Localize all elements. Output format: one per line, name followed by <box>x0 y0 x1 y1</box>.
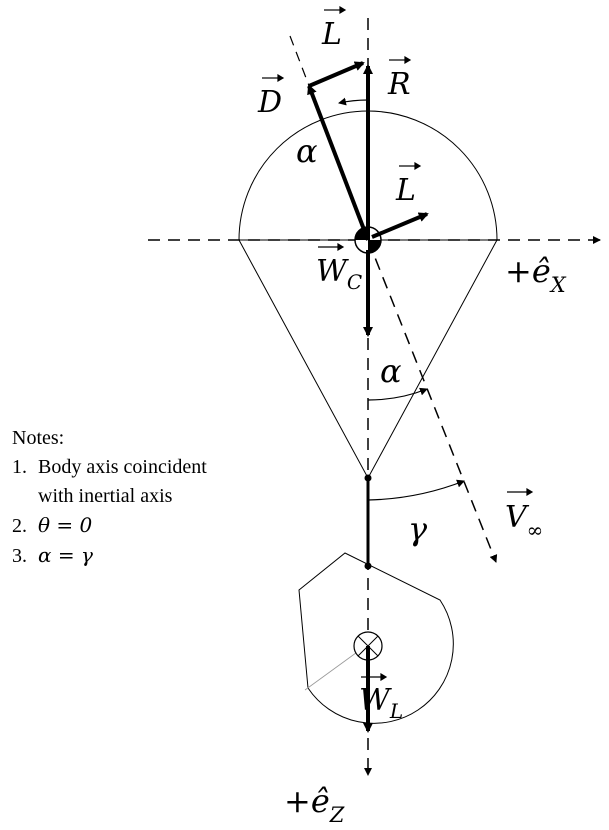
notes-block: Notes: 1. Body axis coincident with inert… <box>12 424 242 571</box>
canopy-weight-label: WC <box>316 254 362 294</box>
gamma-label: γ <box>408 510 428 548</box>
load-weight-label: WL <box>359 683 403 723</box>
lift-top-label: L <box>321 17 342 52</box>
alpha-top-arc <box>338 97 369 106</box>
payload-inner-line <box>304 649 361 691</box>
x-axis-label: +êX <box>505 252 567 297</box>
confluence-point <box>364 474 372 482</box>
canopy-dome <box>238 110 498 241</box>
note-item-2: 2. θ = 0 <box>12 511 242 541</box>
label-overarrows <box>262 5 534 682</box>
note-text: with inertial axis <box>38 485 173 507</box>
alpha-lower-arc <box>367 387 428 401</box>
z-axis-label: +êZ <box>284 782 345 827</box>
drag-label: D <box>257 85 282 120</box>
notes-title: Notes: <box>12 427 65 449</box>
note-text: Body axis coincident <box>38 456 207 478</box>
note-math: θ = 0 <box>38 513 93 537</box>
alpha-lower-label: α <box>380 352 402 390</box>
drag-vector <box>307 84 370 241</box>
note-item-1: 1. Body axis coincident <box>12 453 242 482</box>
lift-center-label: L <box>395 173 416 208</box>
alpha-top-label: α <box>296 132 318 170</box>
payload-attach-point <box>364 562 372 570</box>
payload-body <box>298 552 454 724</box>
note-math: α = γ <box>38 543 93 567</box>
gamma-arc <box>367 479 465 501</box>
note-item-3: 3. α = γ <box>12 541 242 571</box>
note-number: 3. <box>12 545 27 567</box>
freestream-line <box>367 239 498 563</box>
note-number: 1. <box>12 456 27 478</box>
note-number: 2. <box>12 515 27 537</box>
note-item-1-continued: with inertial axis <box>12 482 242 511</box>
lift-center-vector <box>371 212 429 239</box>
freestream-label: V∞ <box>505 500 543 542</box>
resultant-label: R <box>387 67 411 102</box>
lift-top-vector <box>308 61 365 88</box>
